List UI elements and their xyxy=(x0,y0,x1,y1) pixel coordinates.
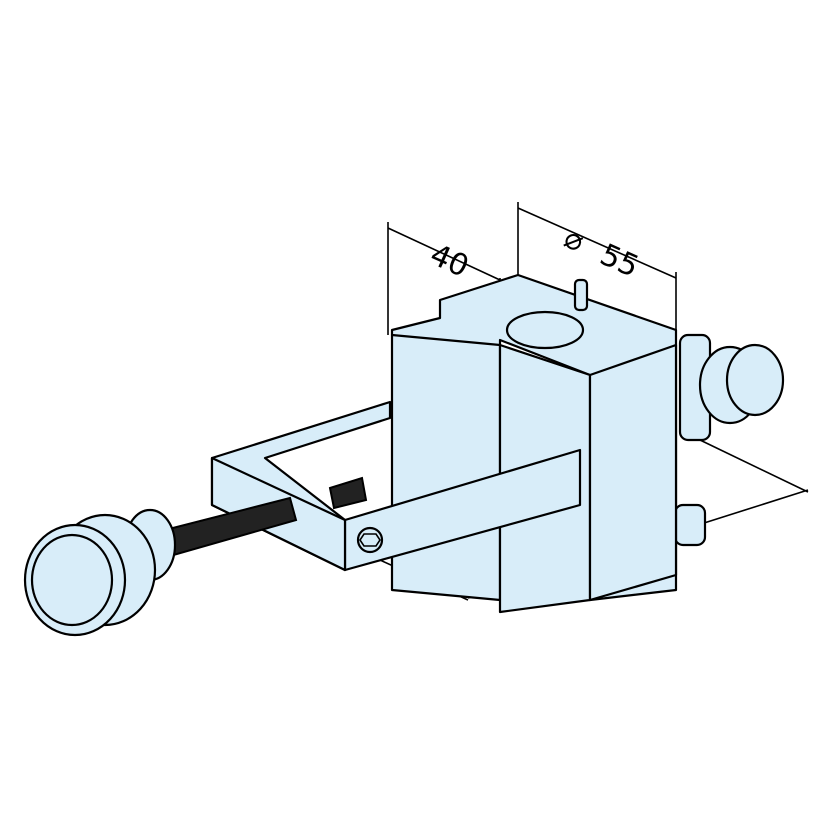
hex-socket-screw xyxy=(356,526,384,554)
dimension-40-label: 40 xyxy=(425,237,474,285)
main-block xyxy=(390,273,678,614)
diameter-symbol: ⌀ xyxy=(559,220,590,259)
left-knob xyxy=(23,508,177,637)
threaded-rod xyxy=(163,476,368,558)
right-knob xyxy=(673,333,785,547)
clamp-frame xyxy=(210,400,582,572)
bore-hole xyxy=(505,310,585,350)
